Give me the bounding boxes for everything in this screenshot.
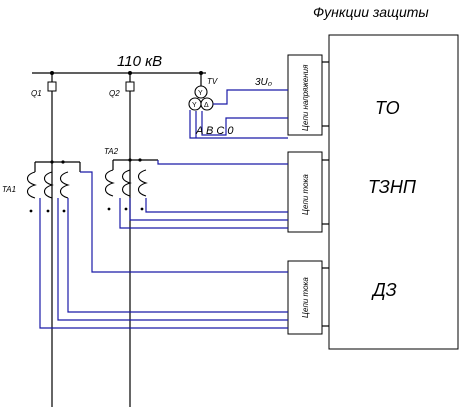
breaker-q2-label: Q2 <box>109 89 120 98</box>
ta1-secondary-wiring <box>39 171 288 329</box>
voltage-label: 110 кВ <box>117 53 162 70</box>
current-transformers-ta1: TA1 <box>2 160 81 213</box>
breaker-q1-label: Q1 <box>31 89 42 98</box>
functions-title: Функции защиты <box>313 4 429 20</box>
function-dz: ДЗ <box>371 280 397 300</box>
current-circuit-label-2: Цепи тока <box>301 277 310 318</box>
feeder-2: Q2 <box>109 71 135 407</box>
zero-seq-voltage-label: 3U₀ <box>255 77 272 88</box>
ct-ta1-label: TA1 <box>2 185 16 194</box>
svg-text:Y: Y <box>198 90 203 97</box>
function-tznp: ТЗНП <box>368 177 417 197</box>
current-circuit-box-2 <box>287 260 323 335</box>
phases-label: A B C 0 <box>195 125 234 137</box>
voltage-circuit-box <box>287 54 323 136</box>
breaker-q1 <box>47 81 57 92</box>
voltage-transformer: Y Y Δ TV 3U₀ A B C 0 <box>188 71 288 139</box>
svg-text:Δ: Δ <box>204 102 209 109</box>
current-transformers-ta2: TA2 <box>104 147 158 211</box>
ta2-secondary-wiring <box>119 160 288 229</box>
breaker-q2 <box>125 81 135 92</box>
svg-text:Y: Y <box>192 102 197 109</box>
current-circuit-box-1 <box>287 151 323 233</box>
voltage-circuit-label: Цепи напряжения <box>301 64 310 131</box>
vt-label: TV <box>207 77 218 86</box>
protection-functions-box <box>328 34 459 350</box>
feeder-1: Q1 <box>31 71 57 407</box>
ct-ta2-label: TA2 <box>104 147 119 156</box>
current-circuit-label-1: Цепи тока <box>301 174 310 215</box>
function-to: ТО <box>375 98 400 118</box>
